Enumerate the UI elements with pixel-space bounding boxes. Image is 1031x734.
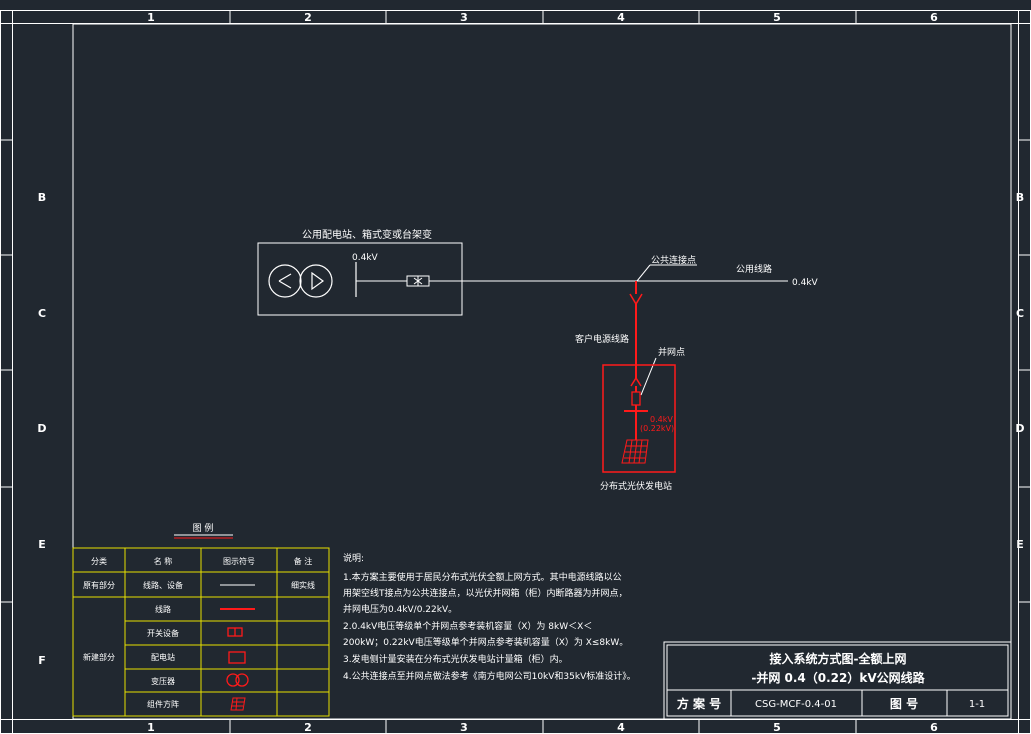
notes-title: 说明:	[343, 552, 364, 564]
title-line-1: 接入系统方式图-全额上网	[770, 651, 907, 666]
customer-line	[629, 281, 643, 378]
grid-col-3: 3	[460, 11, 468, 24]
transformer-icon	[268, 264, 333, 298]
legend-header-note: 备 注	[294, 556, 313, 566]
drawing-number: 1-1	[969, 699, 985, 710]
grid-col-4: 4	[617, 11, 625, 24]
legend-header-name: 名 称	[154, 556, 173, 566]
legend-header-symbol: 图示符号	[223, 556, 255, 566]
legend-group-existing: 原有部分	[83, 580, 115, 590]
note-line: 2.0.4kV电压等级单个并网点参考装机容量（X）为 8kW＜X＜	[343, 620, 592, 632]
legend: 图 例 分类 名 称 图示符号 备 注 原有部分 新建部分 线路、设备 细实线 …	[72, 522, 330, 717]
pv-station-box: 0.4kV (0.22kV)	[602, 364, 676, 473]
legend-row-note: 细实线	[291, 580, 315, 590]
legend-title: 图 例	[193, 522, 214, 534]
public-line-label: 公用线路	[736, 263, 772, 275]
note-line: 并网电压为0.4kV/0.22kV。	[343, 603, 457, 615]
grid-col-6-bottom: 6	[930, 721, 938, 734]
title-block: 接入系统方式图-全额上网 -并网 0.4（0.22）kV公网线路 方 案 号 图…	[663, 641, 1012, 720]
drawing-label: 图 号	[890, 696, 918, 711]
substation-title: 公用配电站、箱式变或台架变	[302, 228, 432, 241]
grid-row-b: B	[38, 191, 46, 204]
pv-array-icon	[621, 439, 649, 464]
grid-row-f: F	[38, 654, 46, 667]
legend-row-name: 线路	[155, 604, 171, 614]
grid-col-2: 2	[304, 11, 312, 24]
switch-icon	[406, 275, 430, 287]
note-line: 4.公共连接点至并网点做法参考《南方电网公司10kV和35kV标准设计》。	[343, 670, 636, 682]
grid-point-leader	[640, 357, 657, 396]
legend-switch-icon	[227, 627, 243, 637]
connection-leader	[636, 264, 651, 282]
grid-col-5-bottom: 5	[773, 721, 781, 734]
grid-row-e-right: E	[1016, 538, 1024, 551]
legend-pv-array-icon	[230, 697, 246, 711]
grid-row-d-right: D	[1015, 422, 1024, 435]
connection-point-label: 公共连接点	[651, 254, 696, 266]
grid-col-3-bottom: 3	[460, 721, 468, 734]
note-line: 1.本方案主要使用于居民分布式光伏全额上网方式。其中电源线路以公	[343, 571, 622, 583]
legend-row-name: 配电站	[151, 652, 175, 662]
note-line: 200kW；0.22kV电压等级单个并网点参考装机容量（X）为 X≤8kW。	[343, 636, 628, 648]
grid-col-1: 1	[147, 11, 155, 24]
grid-row-c-right: C	[1016, 307, 1024, 320]
legend-row-name: 变压器	[151, 676, 175, 686]
notes: 说明: 1.本方案主要使用于居民分布式光伏全额上网方式。其中电源线路以公 用架空…	[343, 552, 636, 682]
busbar-voltage: 0.4kV	[352, 253, 379, 263]
grid-row-d: D	[37, 422, 46, 435]
scheme-label: 方 案 号	[677, 696, 721, 711]
note-line: 用架空线T接点为公共连接点，以光伏并网箱（柜）内断路器为并网点，	[343, 587, 628, 599]
title-line-2: -并网 0.4（0.22）kV公网线路	[751, 670, 925, 685]
line-voltage-label: 0.4kV	[792, 278, 819, 288]
grid-col-6: 6	[930, 11, 938, 24]
pv-voltage-2: (0.22kV)	[640, 424, 674, 433]
grid-col-5: 5	[773, 11, 781, 24]
substation-box: 公用配电站、箱式变或台架变 0.4kV	[257, 228, 463, 316]
grid-col-2-bottom: 2	[304, 721, 312, 734]
grid-row-b-right: B	[1016, 191, 1024, 204]
legend-substation-icon	[228, 651, 246, 664]
legend-transformer-icon	[226, 673, 249, 687]
legend-header-category: 分类	[91, 556, 107, 566]
grid-row-e: E	[38, 538, 46, 551]
legend-row-name: 线路、设备	[143, 580, 183, 590]
pv-switch-icon	[631, 391, 641, 406]
legend-row-name: 开关设备	[147, 628, 179, 638]
note-line: 3.发电侧计量安装在分布式光伏发电站计量箱（柜）内。	[343, 653, 568, 665]
legend-row-name: 组件方阵	[147, 699, 179, 709]
grid-row-c: C	[38, 307, 46, 320]
grid-point-label: 并网点	[658, 346, 685, 358]
customer-line-label: 客户电源线路	[575, 333, 629, 345]
scheme-number: CSG-MCF-0.4-01	[755, 699, 837, 710]
legend-group-new: 新建部分	[83, 652, 115, 662]
pv-station-label: 分布式光伏发电站	[600, 480, 672, 492]
pv-voltage-1: 0.4kV	[650, 415, 673, 424]
grid-col-4-bottom: 4	[617, 721, 625, 734]
grid-col-1-bottom: 1	[147, 721, 155, 734]
